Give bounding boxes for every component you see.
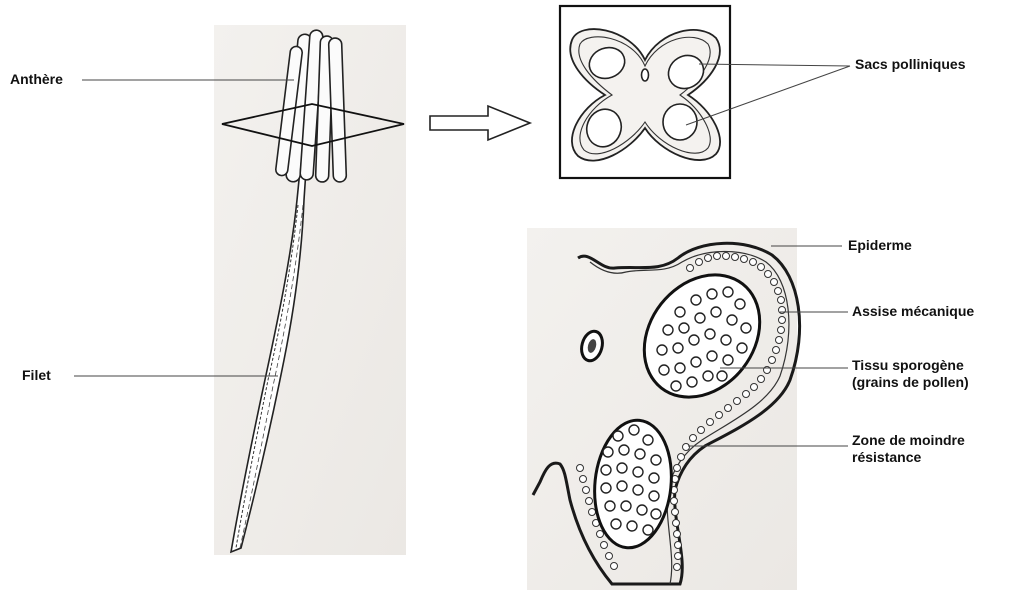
label-assise-mecanique: Assise mécanique [852, 303, 974, 320]
label-filet: Filet [22, 367, 51, 384]
label-anthere: Anthère [10, 71, 63, 88]
label-tissu-line-2: (grains de pollen) [852, 374, 969, 391]
right-arrow-icon [430, 106, 530, 140]
label-zone-line-2: résistance [852, 449, 965, 466]
lobe-section-drawing [527, 228, 800, 590]
label-sacs-polliniques: Sacs polliniques [855, 56, 965, 73]
stamen-drawing [74, 25, 406, 555]
label-epiderme: Epiderme [848, 237, 912, 254]
label-tissu-sporogene: Tissu sporogène (grains de pollen) [852, 357, 969, 391]
label-zone-line-1: Zone de moindre [852, 432, 965, 449]
label-tissu-line-1: Tissu sporogène [852, 357, 969, 374]
cross-section-box [560, 6, 730, 178]
label-zone-moindre-resistance: Zone de moindre résistance [852, 432, 965, 466]
